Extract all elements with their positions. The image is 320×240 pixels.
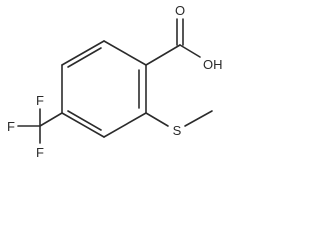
benzene-ring	[61, 40, 147, 138]
carbonyl-oxygen-label: O	[175, 3, 185, 18]
carboxylic-acid-group: O OH	[145, 3, 223, 72]
hydroxyl-label: OH	[203, 57, 223, 72]
ring-double-bond-inner-bottom-left	[67, 110, 102, 131]
ring-bond-c3-c4	[61, 112, 105, 138]
ring-double-bond-inner-top-left	[67, 47, 102, 68]
sulfur-label: S	[173, 123, 182, 138]
bond-ring-to-cf3-carbon	[39, 112, 63, 127]
ring-bond-c2-c3	[103, 112, 147, 138]
trifluoromethyl-group: F F F	[7, 93, 63, 160]
bond-carbon-to-hydroxyl	[179, 44, 201, 58]
methylthio-group: S	[145, 110, 213, 138]
bond-ring-to-carboxyl-carbon	[145, 44, 181, 66]
ring-bond-c6-c1	[103, 40, 147, 66]
fluorine-bottom-label: F	[36, 145, 44, 160]
ring-bond-c5-c6	[61, 40, 105, 66]
fluorine-left-label: F	[7, 119, 15, 134]
fluorine-top-label: F	[36, 93, 44, 108]
bond-ring-to-sulfur	[145, 112, 169, 127]
bond-sulfur-to-methyl	[184, 110, 213, 127]
chemical-structure: O OH S F F F	[7, 3, 223, 160]
